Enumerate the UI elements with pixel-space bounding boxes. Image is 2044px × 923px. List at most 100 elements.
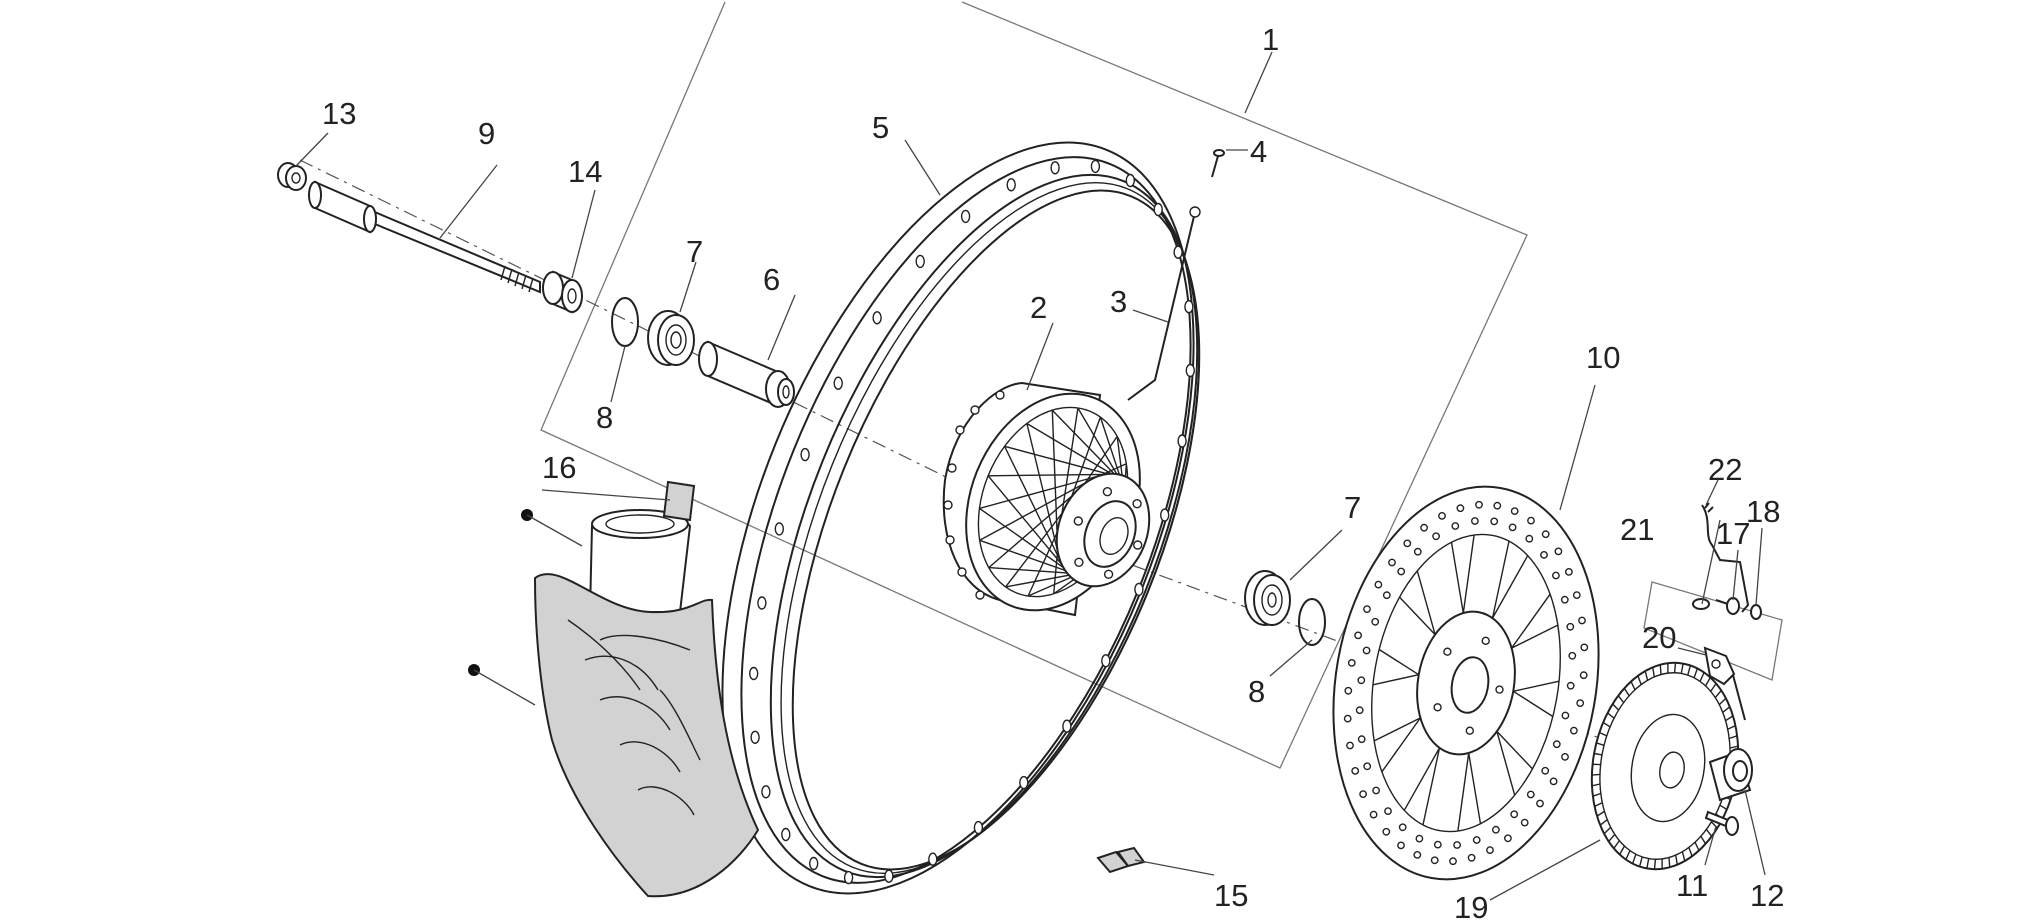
tone-ring-tooth (1591, 783, 1601, 787)
rim-hole (843, 870, 854, 885)
hub-web-line (1084, 436, 1118, 484)
disc-vent-hole (1449, 857, 1457, 866)
disc-vent-hole (1554, 547, 1563, 556)
valve-part (1211, 149, 1225, 178)
disc-vent-hole (1438, 512, 1446, 520)
axle-nut-part (277, 162, 307, 191)
hub-web-line (979, 481, 1087, 541)
callout-9: 9 (478, 116, 495, 151)
disc-vent-hole (1344, 686, 1353, 695)
tone-ring-tooth (1673, 662, 1677, 673)
tone-ring-tooth (1625, 850, 1631, 860)
tone-ring-tooth (1638, 856, 1643, 867)
tone-ring-tooth (1687, 665, 1692, 676)
disc-vent-hole (1561, 753, 1569, 761)
disc-vent-hole (1570, 726, 1578, 735)
callout-5: 5 (872, 110, 889, 145)
tone-ring-tooth (1631, 853, 1637, 864)
disc-vent-hole (1566, 622, 1575, 631)
callout-13: 13 (322, 96, 356, 131)
disc-vent-hole (1397, 567, 1406, 576)
rim-hole (800, 447, 810, 462)
hub-bolt-hole (1132, 499, 1142, 509)
disc-vent-hole (1579, 671, 1588, 680)
rim-hole (1125, 173, 1136, 188)
rim-hole (915, 254, 925, 269)
tone-ring-tooth (1675, 854, 1678, 865)
disc-vent-hole (1403, 539, 1412, 548)
rim-hole (809, 856, 819, 871)
rim-hole (749, 666, 759, 681)
disc-vent-hole (1343, 714, 1352, 723)
rim-hole (960, 209, 971, 224)
tone-ring-tooth (1599, 819, 1608, 826)
disc-vent-hole (1371, 617, 1380, 626)
tone-ring-tooth (1727, 724, 1736, 730)
disc-vent-hole (1504, 834, 1512, 843)
rim-hole (757, 596, 767, 610)
callout-15: 15 (1214, 878, 1248, 913)
hub-web-line (1027, 531, 1059, 597)
callout-1: 1 (1262, 22, 1279, 57)
hub-web-line (979, 474, 1103, 510)
disc-vent-hole (1471, 517, 1479, 525)
tone-ring-part (1590, 661, 1740, 871)
disc-vent-hole (1490, 517, 1499, 526)
disc-vent-hole (1451, 522, 1460, 530)
tone-ring-tooth (1681, 851, 1686, 862)
disc-carrier-arm (1403, 747, 1441, 826)
callout-21: 21 (1620, 512, 1654, 547)
disc-vent-hole (1363, 762, 1372, 771)
tone-ring-tooth (1637, 675, 1642, 685)
disc-vent-hole (1433, 840, 1442, 849)
tone-ring-tooth (1591, 773, 1601, 776)
hub-flange-hole (955, 425, 965, 435)
tone-ring-tooth (1630, 681, 1636, 691)
disc-bolt-part (1704, 810, 1739, 836)
disc-vent-hole (1382, 591, 1391, 600)
disc-vent-hole (1357, 676, 1366, 685)
disc-vent-hole (1432, 532, 1441, 541)
tone-ring-tooth (1652, 667, 1655, 678)
disc-carrier-arm (1511, 593, 1559, 649)
disc-vent-hole (1420, 523, 1429, 532)
disc-vent-hole (1578, 616, 1586, 625)
rim-hole (1050, 161, 1060, 175)
disc-vent-hole (1346, 741, 1354, 750)
disc-vent-hole (1397, 841, 1405, 850)
callout-4: 4 (1250, 134, 1267, 169)
tone-ring-tooth (1646, 858, 1650, 869)
tone-ring-tooth (1700, 835, 1707, 845)
disc-vent-hole (1552, 740, 1561, 749)
callout-7-left: 7 (686, 234, 703, 269)
tone-ring-tooth (1694, 841, 1700, 851)
bearing-left-part (647, 310, 695, 366)
callout-2: 2 (1030, 290, 1047, 325)
disc-vent-hole (1541, 766, 1550, 775)
disc-vent-hole (1359, 790, 1368, 798)
disc-vent-hole (1472, 836, 1481, 844)
disc-carrier-arm (1457, 752, 1482, 832)
hub-flange-hole (995, 390, 1005, 400)
tone-ring-tooth (1722, 706, 1731, 713)
tone-ring-tooth (1668, 857, 1671, 868)
disc-vent-hole (1347, 659, 1356, 667)
disc-vent-hole (1357, 735, 1366, 744)
disc-vent-hole (1415, 834, 1424, 843)
tone-ring-tooth (1710, 683, 1717, 692)
tone-ring-tooth (1592, 792, 1602, 797)
callout-22: 22 (1708, 452, 1742, 487)
disc-vent-hole (1388, 558, 1396, 567)
callout-7-right: 7 (1344, 490, 1361, 525)
tone-ring-tooth (1599, 731, 1607, 737)
hub-flange-hole (957, 567, 967, 577)
disc-vent-hole (1561, 711, 1570, 720)
disc-vent-hole (1576, 699, 1585, 707)
circlip-left-part (611, 297, 639, 347)
tone-ring-tooth (1653, 859, 1657, 870)
leader-lines (295, 51, 1766, 901)
tone-ring-tooth (1719, 804, 1728, 811)
disc-vent-hole (1565, 568, 1573, 576)
disc-vent-hole (1382, 827, 1391, 836)
rim-hole (1062, 719, 1072, 733)
